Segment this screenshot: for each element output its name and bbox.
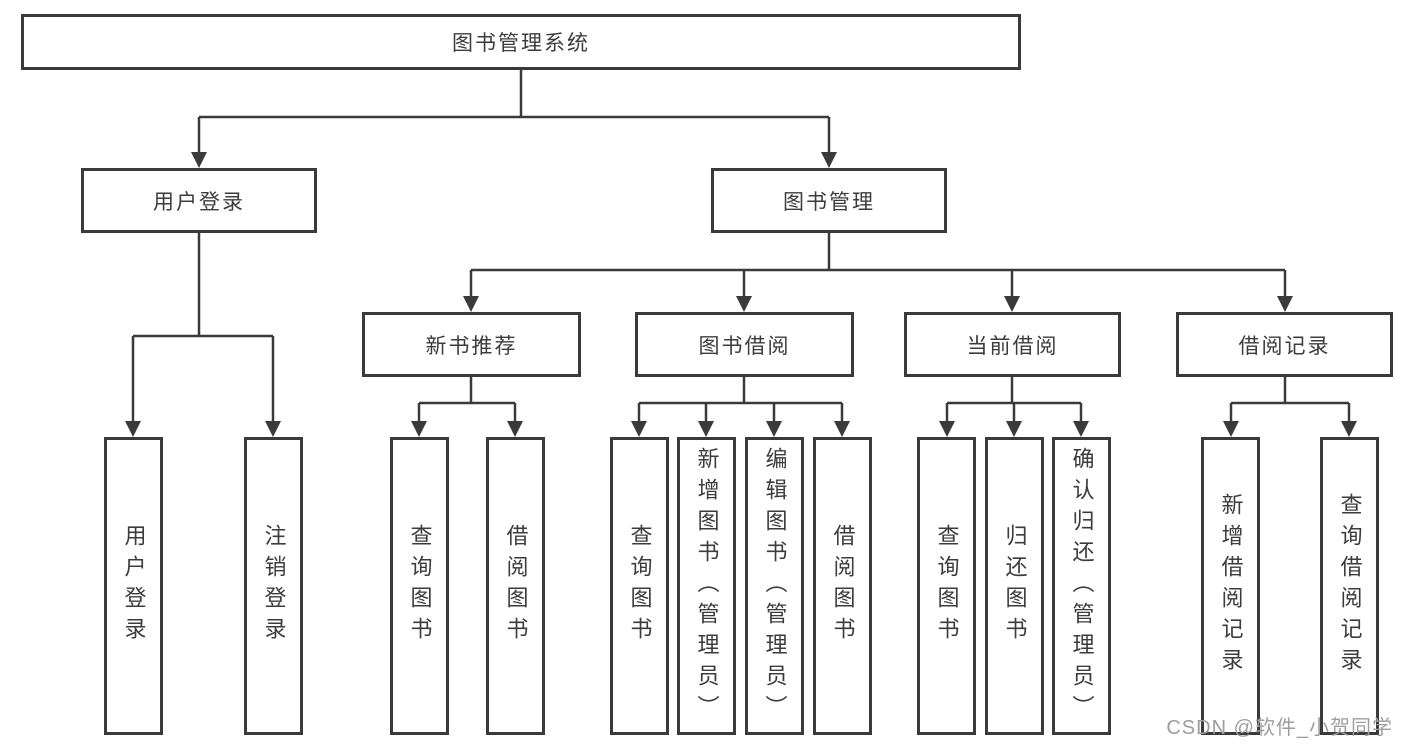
node-root-system: 图书管理系统 <box>21 14 1021 70</box>
leaf-label: 归还图书 <box>1002 524 1028 648</box>
leaf-label: 确认归还（管理员） <box>1069 446 1095 726</box>
leaf-add-borrow-record: 新增借阅记录 <box>1201 437 1260 735</box>
node-book-management: 图书管理 <box>711 168 947 233</box>
leaf-label: 查询图书 <box>407 524 433 648</box>
leaf-label: 借阅图书 <box>503 524 529 648</box>
leaf-user-login: 用户登录 <box>104 437 163 735</box>
leaf-label: 新增借阅记录 <box>1218 493 1244 679</box>
leaf-query-book-borrow: 查询图书 <box>610 437 669 735</box>
leaf-label: 编辑图书（管理员） <box>762 446 788 726</box>
arrowhead-icons <box>125 152 1357 437</box>
leaf-return-book: 归还图书 <box>985 437 1044 735</box>
leaf-label: 查询图书 <box>627 524 653 648</box>
leaf-label: 查询借阅记录 <box>1337 493 1363 679</box>
leaf-label: 注销登录 <box>261 524 287 648</box>
leaf-label: 用户登录 <box>121 524 147 648</box>
leaf-borrow-book-recommend: 借阅图书 <box>486 437 545 735</box>
node-borrow-record: 借阅记录 <box>1176 312 1393 377</box>
leaf-query-book-recommend: 查询图书 <box>390 437 449 735</box>
watermark: CSDN @软件_小贺同学 <box>1166 717 1393 739</box>
node-book-borrow: 图书借阅 <box>635 312 854 377</box>
leaf-query-borrow-record: 查询借阅记录 <box>1320 437 1379 735</box>
leaf-logout: 注销登录 <box>244 437 303 735</box>
leaf-query-book-current: 查询图书 <box>917 437 976 735</box>
leaf-label: 借阅图书 <box>830 524 856 648</box>
leaf-edit-book-admin: 编辑图书（管理员） <box>745 437 804 735</box>
node-new-book-recommend: 新书推荐 <box>362 312 581 377</box>
leaf-label: 查询图书 <box>934 524 960 648</box>
leaf-label: 新增图书（管理员） <box>694 446 720 726</box>
node-current-borrow: 当前借阅 <box>904 312 1121 377</box>
leaf-add-book-admin: 新增图书（管理员） <box>677 437 736 735</box>
node-user-login: 用户登录 <box>81 168 317 233</box>
leaf-confirm-return-admin: 确认归还（管理员） <box>1052 437 1111 735</box>
leaf-borrow-book: 借阅图书 <box>813 437 872 735</box>
